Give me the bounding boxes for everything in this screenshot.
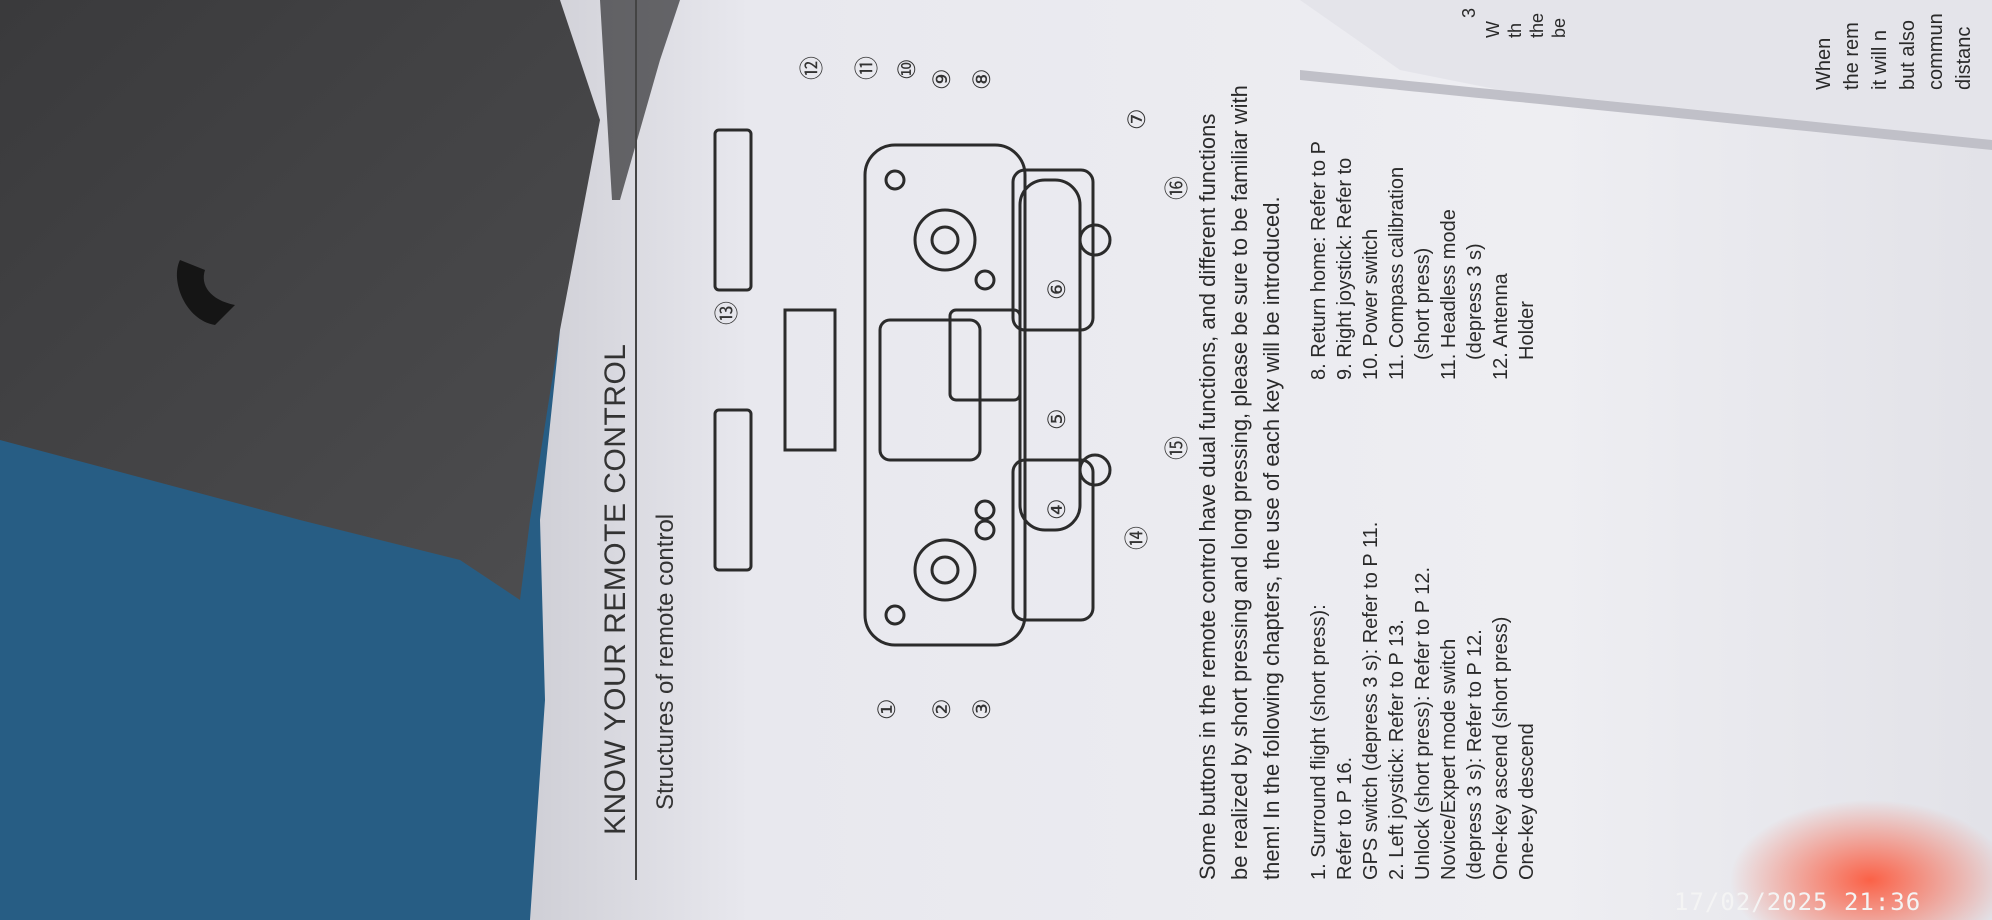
right-antenna [713,128,753,292]
intro-line-1: Some buttons in the remote control have … [1195,114,1220,880]
heading-rule [635,0,637,880]
list-left-item: Novice/Expert mode switch [1438,639,1460,880]
page-gutter-shadow [1300,70,1992,150]
callout-7: ⑦ [1124,108,1151,130]
right-page-line: distanc [1953,27,1975,90]
top-right-line: be [1549,18,1569,38]
list-left-item: 1. Surround flight (short press): [1308,604,1330,880]
list-left-item: (depress 3 s): Refer to P 12. [1464,629,1486,880]
button-3 [974,519,996,541]
top-right-line: th [1505,23,1525,38]
right-page-line: When [1813,38,1835,90]
right-page-line: it will n [1869,30,1891,90]
intro-line-2: be realized by short pressing and long p… [1227,85,1252,880]
button-1 [884,604,906,626]
callout-5: ⑤ [1044,408,1071,430]
side-holder [948,308,1022,402]
top-right-line: the [1527,13,1547,38]
list-right-item: 9. Right joystick: Refer to [1334,158,1356,380]
list-left-item: GPS switch (depress 3 s): Refer to P 11. [1360,522,1382,880]
button-8 [974,269,996,291]
callout-15: ⑮ [1164,436,1191,460]
callout-8: ⑧ [969,68,996,90]
list-right-item: Holder [1516,301,1538,360]
side-knob-left [1078,223,1112,257]
left-joystick-inner [930,555,960,585]
remote-body [863,143,1027,647]
callout-9: ⑨ [929,68,956,90]
top-right-line: W [1483,21,1503,38]
screen-area [878,318,982,462]
top-right-text: 3 W th the be [1459,8,1569,38]
callout-2: ② [929,698,956,720]
manual-heading: KNOW YOUR REMOTE CONTROL [599,344,632,835]
manual-page [530,0,1992,920]
list-right: 8. Return home: Refer to P 9. Right joys… [1308,141,1538,380]
remote-top-view [713,128,1095,647]
fabric-case [0,0,640,600]
callout-14: ⑭ [1124,526,1151,550]
callout-11: ⑪ [854,56,881,80]
list-right-item: 8. Return home: Refer to P [1308,141,1330,380]
list-left: 1. Surround flight (short press): Refer … [1308,522,1538,880]
right-page-text: When the rem it will n but also commun d… [1813,13,1975,90]
list-right-item: 11. Compass calibration [1386,167,1408,380]
right-page-line: the rem [1841,22,1863,90]
right-joystick-inner [930,225,960,255]
callout-16: ⑯ [1164,176,1191,200]
list-left-item: One-key ascend (short press) [1490,617,1512,880]
left-grip [1011,458,1095,622]
callout-13: ⑬ [714,301,741,325]
button-4 [974,499,996,521]
left-antenna [713,408,753,572]
callout-10: ⑩ [894,58,921,80]
top-right-line: 3 [1459,8,1479,18]
list-left-item: One-key descend [1516,723,1538,880]
intro-line-3: them! In the following chapters, the use… [1259,196,1284,880]
case-strap [176,260,235,325]
callout-1: ① [874,698,901,720]
callout-3: ③ [969,698,996,720]
phone-holder [783,308,837,452]
list-left-item: 2. Left joystick: Refer to P 13. [1386,619,1408,880]
callout-labels: ① ② ③ ④ ⑤ ⑥ ⑦ ⑧ ⑨ ⑩ ⑪ ⑫ ⑬ ⑭ ⑮ ⑯ [714,56,1191,720]
right-page [1300,0,1992,140]
side-knob-right [1078,453,1112,487]
list-right-item: (depress 3 s) [1464,243,1486,360]
right-grip [1011,168,1095,332]
list-right-item: 10. Power switch [1360,229,1382,380]
right-page-line: but also [1897,20,1919,90]
right-page-line: commun [1925,13,1947,90]
manual-subheading: Structures of remote control [652,514,679,810]
callout-4: ④ [1044,498,1071,520]
callout-12: ⑫ [799,56,826,80]
left-joystick [913,538,977,602]
list-left-item: Refer to P 16. [1334,757,1356,880]
list-left-item: Unlock (short press): Refer to P 12. [1412,567,1434,880]
red-light-glare [1730,800,1992,920]
callout-6: ⑥ [1044,278,1071,300]
photo-timestamp: 17/02/2025 21:36 [1674,888,1922,916]
list-right-item: 11. Headless mode [1438,209,1460,380]
button-11 [884,169,906,191]
right-joystick [913,208,977,272]
page-content: KNOW YOUR REMOTE CONTROL Structures of r… [599,0,1538,880]
list-right-item: (short press) [1412,248,1434,360]
intro-text: Some buttons in the remote control have … [1195,85,1284,880]
remote-side-view [948,178,1112,532]
page-top-band [600,0,680,200]
list-right-item: 12. Antenna [1490,272,1512,380]
